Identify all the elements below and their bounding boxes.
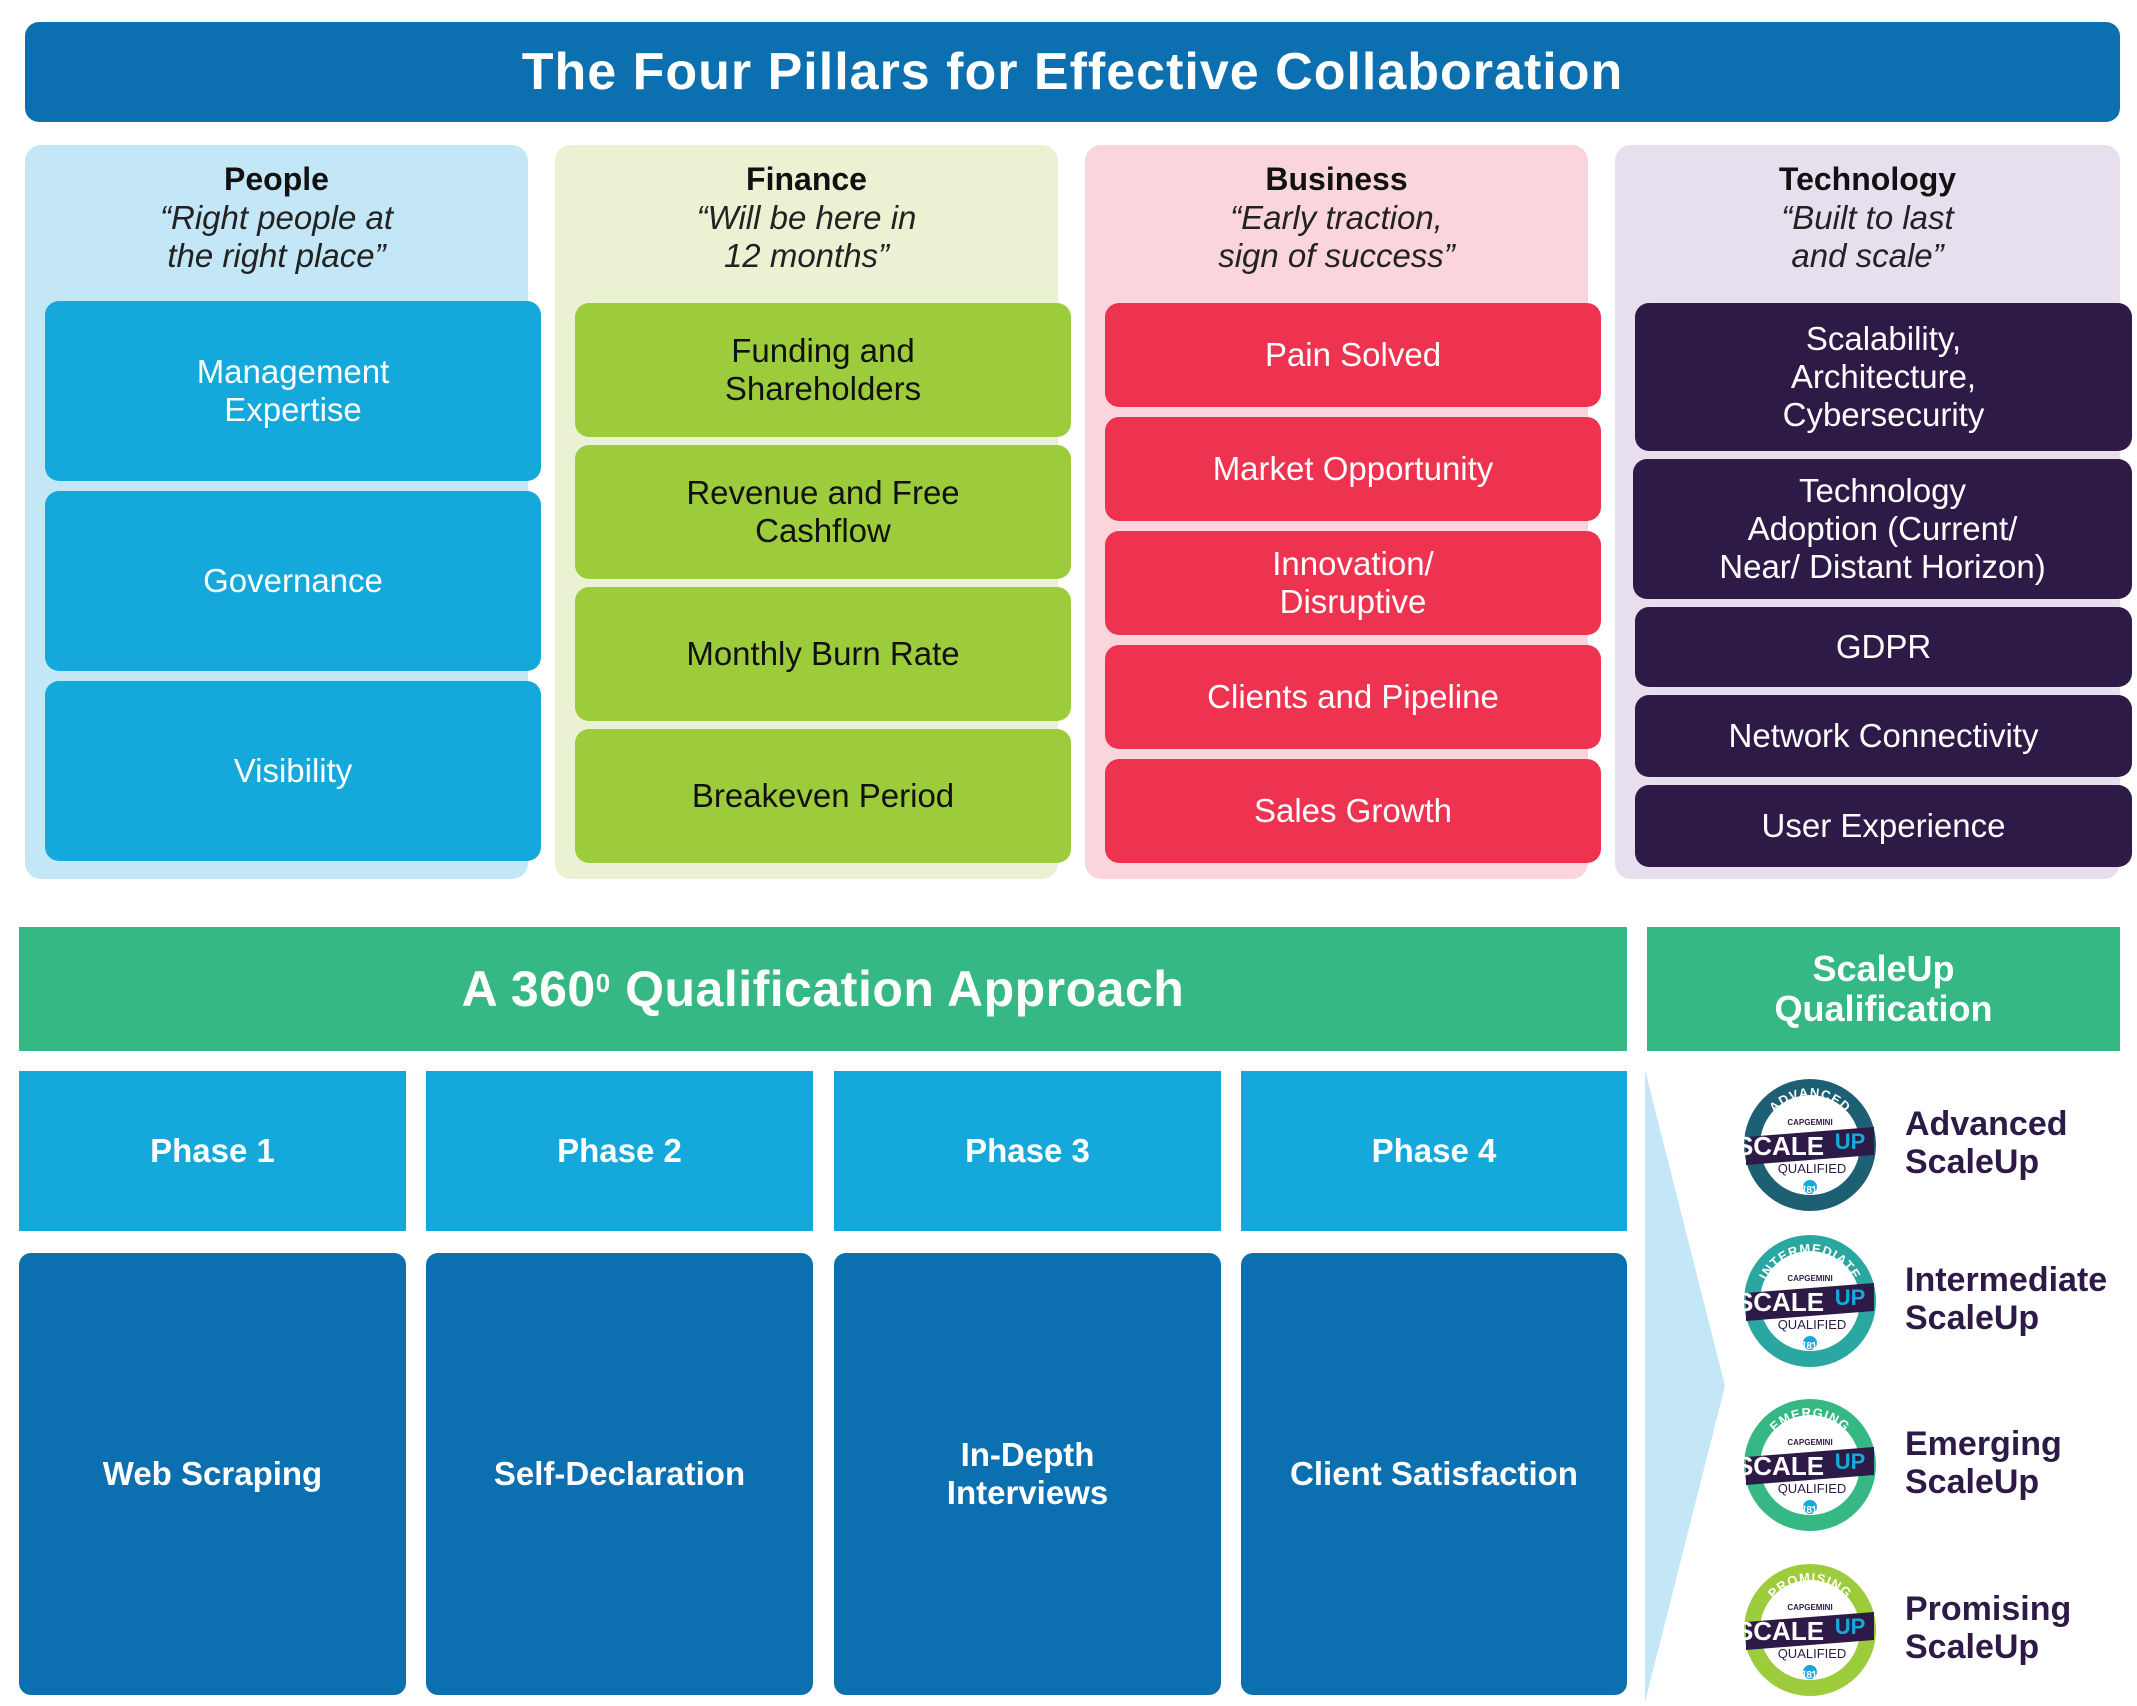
phase-2-header: Phase 2 [426,1071,813,1231]
pillar-finance-quote: “Will be here in 12 months” [696,199,917,274]
technology-item-scalability: Scalability, Architecture, Cybersecurity [1635,303,2132,451]
phase-1-method: Web Scraping [19,1253,406,1695]
pillar-business-quote: “Early traction, sign of success” [1218,199,1455,274]
svg-text:UP: UP [1835,1129,1866,1154]
svg-text:CG181234: CG181234 [1786,1664,1835,1681]
svg-text:QUALIFIED: QUALIFIED [1778,1161,1847,1176]
svg-text:SCALE: SCALE [1740,1616,1824,1646]
svg-text:QUALIFIED: QUALIFIED [1778,1481,1847,1496]
business-item-market-opportunity: Market Opportunity [1105,417,1601,521]
finance-item-funding: Funding and Shareholders [575,303,1071,437]
technology-item-user-experience: User Experience [1635,785,2132,867]
finance-item-revenue: Revenue and Free Cashflow [575,445,1071,579]
people-item-management-expertise: Management Expertise [45,301,541,481]
svg-text:SCALE: SCALE [1740,1451,1824,1481]
people-item-governance: Governance [45,491,541,671]
approach-title-superscript: 0 [595,967,611,998]
chevron-arrow-shape [1645,1070,1725,1702]
level-label-emerging: Emerging ScaleUp [1905,1425,2062,1501]
svg-text:QUALIFIED: QUALIFIED [1778,1317,1847,1332]
finance-item-burn-rate: Monthly Burn Rate [575,587,1071,721]
pillar-finance-title: Finance [746,161,867,197]
svg-text:CG181234: CG181234 [1786,1179,1835,1196]
svg-text:CAPGEMINI: CAPGEMINI [1787,1274,1832,1283]
pillar-finance: Finance “Will be here in 12 months” Fund… [555,145,1071,879]
phase-1-header: Phase 1 [19,1071,406,1231]
approach-title-main: A 360 [461,961,596,1017]
pillar-business-title: Business [1265,161,1408,197]
phase-2-method: Self-Declaration [426,1253,813,1695]
pillar-technology-title: Technology [1778,161,1957,197]
level-label-advanced: Advanced ScaleUp [1905,1105,2068,1181]
technology-item-network: Network Connectivity [1635,695,2132,777]
pillar-technology-quote: “Built to last and scale” [1781,199,1954,274]
level-label-intermediate: Intermediate ScaleUp [1905,1261,2108,1337]
svg-text:UP: UP [1835,1614,1866,1639]
qualification-title: ScaleUp Qualification [1647,927,2120,1051]
svg-text:CG181234: CG181234 [1786,1499,1835,1516]
finance-item-breakeven: Breakeven Period [575,729,1071,863]
phase-4-header: Phase 4 [1241,1071,1627,1231]
pillar-business: Business “Early traction, sign of succes… [1085,145,1601,879]
technology-item-gdpr: GDPR [1635,607,2132,687]
svg-text:CG181234: CG181234 [1786,1335,1835,1352]
svg-text:UP: UP [1835,1449,1866,1474]
svg-text:SCALE: SCALE [1740,1131,1824,1161]
business-item-pain-solved: Pain Solved [1105,303,1601,407]
svg-text:QUALIFIED: QUALIFIED [1778,1646,1847,1661]
approach-title-rest: Qualification Approach [610,961,1185,1017]
svg-text:SCALE: SCALE [1740,1287,1824,1317]
phase-4-method: Client Satisfaction [1241,1253,1627,1695]
people-item-visibility: Visibility [45,681,541,861]
svg-text:CAPGEMINI: CAPGEMINI [1787,1118,1832,1127]
business-item-clients-pipeline: Clients and Pipeline [1105,645,1601,749]
svg-text:CAPGEMINI: CAPGEMINI [1787,1438,1832,1447]
business-item-sales-growth: Sales Growth [1105,759,1601,863]
pillar-technology: Technology “Built to last and scale” Sca… [1615,145,2132,879]
phase-3-header: Phase 3 [834,1071,1221,1231]
technology-item-adoption: Technology Adoption (Current/ Near/ Dist… [1633,459,2132,599]
page-title: The Four Pillars for Effective Collabora… [25,22,2120,122]
level-label-promising: Promising ScaleUp [1905,1590,2072,1666]
svg-text:CAPGEMINI: CAPGEMINI [1787,1603,1832,1612]
business-item-innovation: Innovation/ Disruptive [1105,531,1601,635]
pillar-people-title: People [224,161,329,197]
pillar-people: People “Right people at the right place”… [25,145,541,879]
pillar-people-quote: “Right people at the right place” [160,199,393,274]
svg-text:UP: UP [1835,1285,1866,1310]
phase-3-method: In-Depth Interviews [834,1253,1221,1695]
